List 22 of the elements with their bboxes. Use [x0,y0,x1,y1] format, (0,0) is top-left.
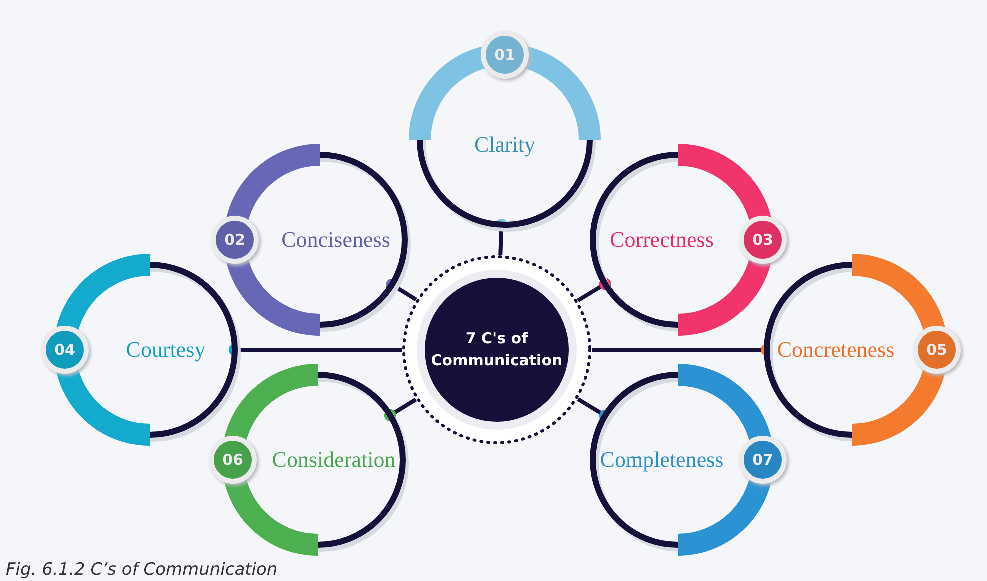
hub-circle [402,255,592,445]
number-badge: 07 [739,436,787,484]
number-badge: 02 [211,216,259,264]
connector-line [229,344,402,356]
principle-label: Conciseness [282,227,390,253]
principle-label: Completeness [600,447,724,473]
number-badge: 04 [41,326,89,374]
number-badge: 05 [913,326,961,374]
connector-line [577,278,612,302]
principle-label: Correctness [610,227,714,253]
connector-line [384,398,418,422]
principle-label: Consideration [272,447,396,473]
hub-title: 7 C's of Communication [430,328,564,371]
connector-line [386,278,418,302]
number-badge: 03 [739,216,787,264]
principle-label: Courtesy [126,337,206,363]
principle-label: Clarity [474,132,536,158]
number-badge: 01 [481,31,529,79]
connector-line [496,218,508,256]
number-badge: 06 [209,436,257,484]
figure-caption: Fig. 6.1.2 C’s of Communication [6,560,278,580]
principle-label: Concreteness [777,337,895,363]
